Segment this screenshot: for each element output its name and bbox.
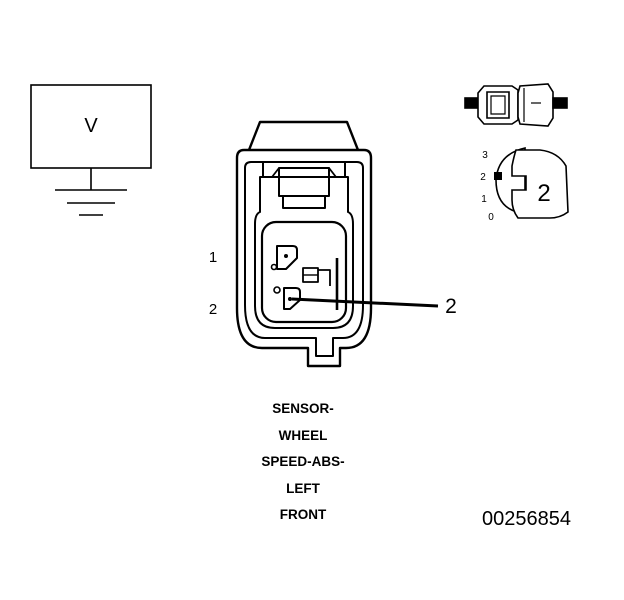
gauge-scale-0: 0 — [488, 212, 494, 223]
caption-line: FRONT — [279, 507, 327, 522]
figure-id: 00256854 — [482, 508, 571, 530]
ground-symbol — [30, 84, 152, 216]
voltage-label: V — [84, 115, 98, 137]
connector-face — [235, 120, 373, 368]
caption-line: SPEED-ABS- — [261, 454, 345, 469]
gauge-scale-2: 2 — [480, 172, 486, 183]
connector-caption: SENSOR- WHEEL SPEED-ABS- LEFT FRONT — [203, 396, 403, 529]
caption-line: WHEEL — [278, 427, 328, 443]
pin-label-2: 2 — [209, 301, 217, 318]
gauge-scale-1: 1 — [481, 194, 487, 205]
gauge-scale-3: 3 — [482, 150, 488, 161]
gauge-label: 2 — [537, 180, 550, 207]
pin-label-1: 1 — [209, 249, 217, 266]
connector-side-view — [464, 83, 568, 127]
caption-line: SENSOR- — [272, 401, 334, 416]
pin-gauge-icon — [494, 147, 569, 219]
callout-leader-line — [291, 297, 439, 308]
caption-line: LEFT — [286, 480, 320, 496]
callout-label: 2 — [445, 295, 457, 318]
voltage-box — [30, 84, 152, 169]
